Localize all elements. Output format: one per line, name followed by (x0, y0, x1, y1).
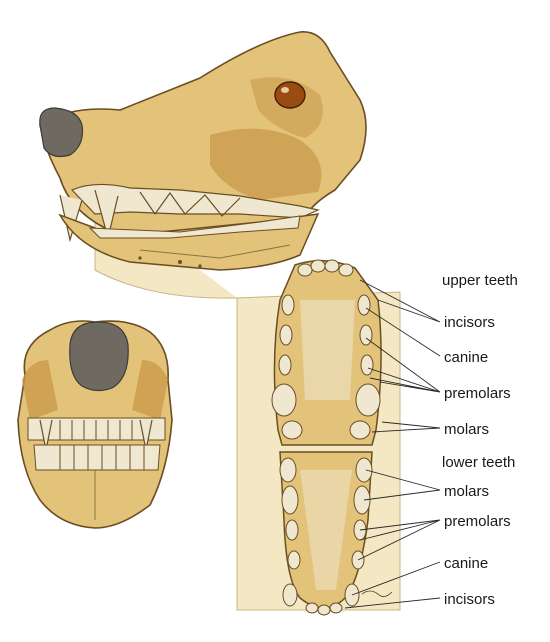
eye-icon (274, 81, 306, 109)
nose-icon (39, 107, 84, 158)
label-lower-incisors: incisors (444, 591, 495, 608)
side-view-skull (39, 31, 367, 271)
label-lower-molars: molars (444, 483, 489, 500)
label-upper-canine: canine (444, 349, 488, 366)
front-nose-icon (69, 321, 129, 392)
dental-arch-top-view (271, 259, 393, 616)
front-view-skull (17, 320, 173, 529)
label-upper-incisors: incisors (444, 314, 495, 331)
label-upper-teeth: upper teeth (442, 272, 518, 289)
label-upper-premolars: premolars (444, 385, 511, 402)
label-lower-premolars: premolars (444, 513, 511, 530)
label-lower-canine: canine (444, 555, 488, 572)
leader-lines (344, 279, 441, 609)
label-upper-molars: molars (444, 421, 489, 438)
label-lower-teeth: lower teeth (442, 454, 515, 471)
